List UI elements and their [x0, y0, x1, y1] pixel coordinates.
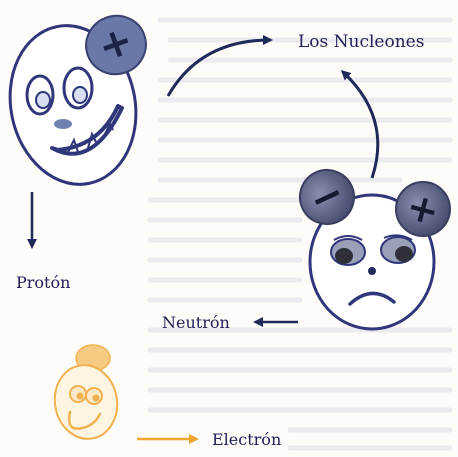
electron-body	[49, 360, 123, 444]
electron-character	[49, 345, 123, 444]
electron-label: Electrón	[212, 430, 281, 449]
proton-left-pupil	[36, 92, 50, 108]
proton-character: +	[0, 7, 154, 196]
proton-right-pupil	[73, 87, 87, 103]
nucleons-label: Los Nucleones	[298, 32, 424, 52]
proton-to-nucleons-arrow	[168, 40, 270, 96]
neutron-character: − +	[291, 161, 450, 329]
neutron-nose	[368, 267, 376, 275]
neutron-left-pupil	[335, 248, 353, 264]
neutron-label: Neutrón	[162, 313, 230, 332]
neutron-right-pupil	[395, 246, 413, 262]
proton-label: Protón	[16, 273, 70, 292]
proton-nose	[54, 119, 72, 129]
